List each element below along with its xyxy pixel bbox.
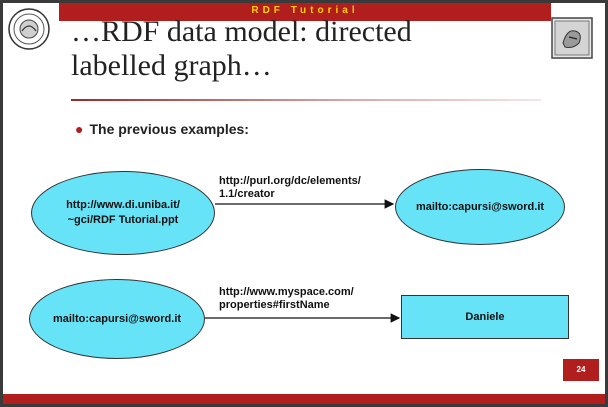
graph1-subject-node: http://www.di.uniba.it/ ~gci/RDF Tutoria… (31, 171, 215, 255)
graph2-subject-text: mailto:capursi@sword.it (52, 312, 182, 325)
graph2-object-text: Daniele (465, 311, 505, 323)
title-band (59, 3, 551, 21)
tutorial-logo-icon (551, 17, 593, 59)
graph2-predicate-line-1: http://www.myspace.com/ (219, 286, 354, 298)
band-title: RDF Tutorial (251, 5, 359, 16)
graph1-predicate-line-1: http://purl.org/dc/elements/ (219, 175, 361, 187)
page-number: 24 (576, 365, 586, 374)
graph2-subject-node: mailto:capursi@sword.it (29, 279, 205, 359)
bullet-dot-icon: ● (75, 121, 84, 137)
graph2-predicate-line-2: properties#firstName (219, 299, 330, 311)
graph2-predicate-label: http://www.myspace.com/ properties#first… (219, 286, 419, 312)
heading-line-1: …RDF data model: directed (71, 15, 412, 48)
graph1-subject-line-1: http://www.di.uniba.it/ (66, 199, 180, 211)
graph1-predicate-line-2: 1.1/creator (219, 188, 275, 200)
university-seal-icon (8, 8, 50, 50)
slide-heading: …RDF data model: directed labelled graph… (71, 15, 531, 83)
page-number-box (563, 359, 599, 381)
graph1-subject-line-2: ~gci/RDF Tutorial.ppt (67, 214, 179, 226)
bullet-text: The previous examples: (89, 121, 249, 137)
graph-arrows (205, 199, 401, 323)
graph1-object-text: mailto:capursi@sword.it (415, 200, 545, 213)
graph2-object-literal: Daniele (401, 295, 569, 339)
footer-band (3, 394, 605, 404)
graph1-predicate-label: http://purl.org/dc/elements/ 1.1/creator (219, 175, 419, 201)
heading-line-2: labelled graph… (71, 49, 272, 82)
bullet-item: ● The previous examples: (75, 121, 249, 137)
graph1-object-node: mailto:capursi@sword.it (395, 169, 565, 245)
heading-divider (71, 99, 541, 101)
